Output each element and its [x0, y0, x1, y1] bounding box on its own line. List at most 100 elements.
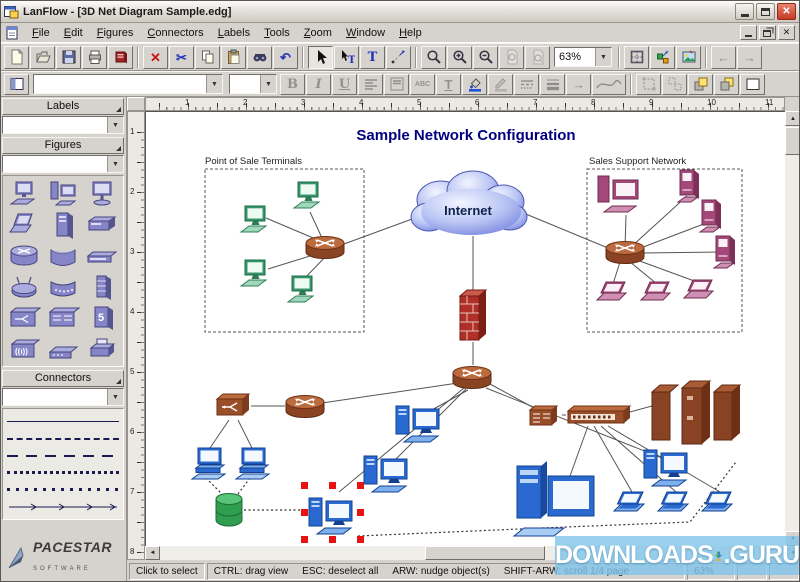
new-button[interactable]	[4, 45, 29, 69]
zoom-level-combo[interactable]: 63% ▼	[554, 47, 612, 67]
figures-combo-dropdown[interactable]: ▼	[107, 156, 123, 172]
database-node[interactable]	[215, 493, 243, 527]
figure-router[interactable]	[5, 240, 44, 271]
maximize-button[interactable]	[756, 3, 775, 20]
line-width-button[interactable]	[540, 73, 565, 95]
figure-low-hub[interactable]	[44, 333, 83, 364]
italic-button[interactable]: I	[306, 73, 331, 95]
menu-window[interactable]: Window	[345, 26, 386, 39]
firewall-node[interactable]	[459, 289, 487, 341]
connector-dashed-arrows[interactable]	[7, 498, 119, 515]
menu-zoom[interactable]: Zoom	[303, 26, 332, 39]
selected-workstation-node[interactable]	[301, 482, 364, 543]
sales-pc-node[interactable]	[677, 169, 700, 203]
vertical-scrollbar[interactable]: ▲ ▼	[785, 111, 799, 546]
connectors-section-header[interactable]: Connectors	[2, 370, 124, 387]
lan-switch-node[interactable]	[216, 393, 250, 416]
fill-color-button[interactable]	[462, 73, 487, 95]
print-button[interactable]	[82, 45, 107, 69]
send-to-back-button[interactable]	[714, 73, 739, 95]
figure-desktop-computer[interactable]	[5, 178, 44, 209]
connectors-category-combo[interactable]: ▼	[2, 388, 124, 406]
group-button[interactable]	[636, 73, 661, 95]
menu-tools[interactable]: Tools	[264, 26, 290, 39]
next-link-button[interactable]: →	[737, 45, 762, 69]
mdi-restore-button[interactable]	[759, 25, 776, 40]
scroll-up-button[interactable]: ▲	[785, 111, 799, 126]
figure-tower-computer[interactable]	[44, 178, 83, 209]
connector-dashed-long[interactable]	[7, 447, 119, 464]
figure-monitor[interactable]	[82, 178, 121, 209]
bring-to-front-button[interactable]	[688, 73, 713, 95]
page-color-button[interactable]	[740, 73, 765, 95]
pos-terminal-node[interactable]	[240, 205, 267, 233]
ungroup-button[interactable]	[662, 73, 687, 95]
sales-laptop-node[interactable]	[683, 279, 714, 299]
text-tool-button[interactable]: T	[360, 45, 385, 69]
zoom-selection-button[interactable]	[525, 45, 550, 69]
mdi-minimize-button[interactable]	[740, 25, 757, 40]
menu-labels[interactable]: Labels	[217, 26, 251, 39]
menu-figures[interactable]: Figures	[96, 26, 134, 39]
undo-button[interactable]: ↶	[273, 45, 298, 69]
size-combo-dropdown[interactable]: ▼	[260, 75, 276, 93]
help-book-button[interactable]	[108, 45, 133, 69]
pos-terminal-node[interactable]	[287, 275, 314, 303]
arrowhead-style-button[interactable]: →	[566, 73, 591, 95]
text-color-button[interactable]: T	[436, 73, 461, 95]
sales-laptop-node[interactable]	[596, 281, 627, 301]
connector-dotted-dense[interactable]	[7, 464, 119, 481]
font-combo-dropdown[interactable]: ▼	[206, 75, 222, 93]
cut-button[interactable]: ✂	[169, 45, 194, 69]
labels-section-header[interactable]: Labels	[2, 98, 124, 115]
figure-relay-device[interactable]: 5	[82, 302, 121, 333]
sales-pc-node[interactable]	[699, 199, 722, 233]
selection-handles[interactable]	[301, 482, 364, 543]
blue-laptop-node[interactable]	[613, 491, 645, 512]
spell-check-button[interactable]: ABC	[410, 73, 435, 95]
figure-printer[interactable]	[82, 333, 121, 364]
patch-panel-node[interactable]	[529, 405, 558, 426]
delete-button[interactable]: ✕	[143, 45, 168, 69]
title-bar[interactable]: LanFlow - [3D Net Diagram Sample.edg] ✕	[1, 1, 799, 23]
figure-antenna-unit[interactable]: ((ı))	[5, 333, 44, 364]
connectors-combo-dropdown[interactable]: ▼	[107, 389, 123, 405]
pos-terminal-node[interactable]	[293, 181, 320, 209]
align-left-button[interactable]	[358, 73, 383, 95]
figure-wireless-access-point[interactable]	[5, 271, 44, 302]
select-text-tool-button[interactable]: T	[334, 45, 359, 69]
workstation-node[interactable]	[363, 455, 408, 493]
snap-align-button[interactable]	[650, 45, 675, 69]
lan-router-node[interactable]	[285, 394, 325, 419]
figure-modem[interactable]	[44, 240, 83, 271]
zoom-out-button[interactable]	[473, 45, 498, 69]
figures-category-combo[interactable]: ▼	[2, 155, 124, 173]
zoom-in-button[interactable]	[447, 45, 472, 69]
blue-desktop-node[interactable]	[235, 447, 270, 480]
figure-patch-panel[interactable]	[44, 302, 83, 333]
figure-modem-ports[interactable]	[44, 271, 83, 302]
server-monitor-node[interactable]	[512, 475, 595, 537]
server-tower-node[interactable]	[516, 461, 547, 519]
figure-firewall[interactable]	[82, 271, 121, 302]
figure-server-tower[interactable]	[44, 209, 83, 240]
line-style-button[interactable]	[514, 73, 539, 95]
figure-laptop[interactable]	[5, 209, 44, 240]
pos-group-label[interactable]: Point of Sale Terminals	[205, 156, 302, 167]
find-button[interactable]	[247, 45, 272, 69]
zoom-combo-dropdown[interactable]: ▼	[595, 48, 611, 66]
sales-group-label[interactable]: Sales Support Network	[589, 156, 686, 167]
sales-pc-node[interactable]	[713, 235, 736, 269]
blue-laptop-node[interactable]	[657, 491, 689, 512]
pos-group-box[interactable]	[204, 168, 365, 333]
drawing-canvas[interactable]: Sample Network Configuration Point of Sa…	[145, 111, 785, 546]
zoom-tool-button[interactable]	[421, 45, 446, 69]
blue-laptop-node[interactable]	[701, 491, 733, 512]
align-top-button[interactable]	[384, 73, 409, 95]
open-button[interactable]	[30, 45, 55, 69]
line-color-button[interactable]	[488, 73, 513, 95]
connector-solid[interactable]	[7, 413, 119, 430]
workstation-node[interactable]	[643, 449, 688, 487]
figure-switch[interactable]	[5, 302, 44, 333]
hub-node[interactable]	[566, 404, 632, 425]
